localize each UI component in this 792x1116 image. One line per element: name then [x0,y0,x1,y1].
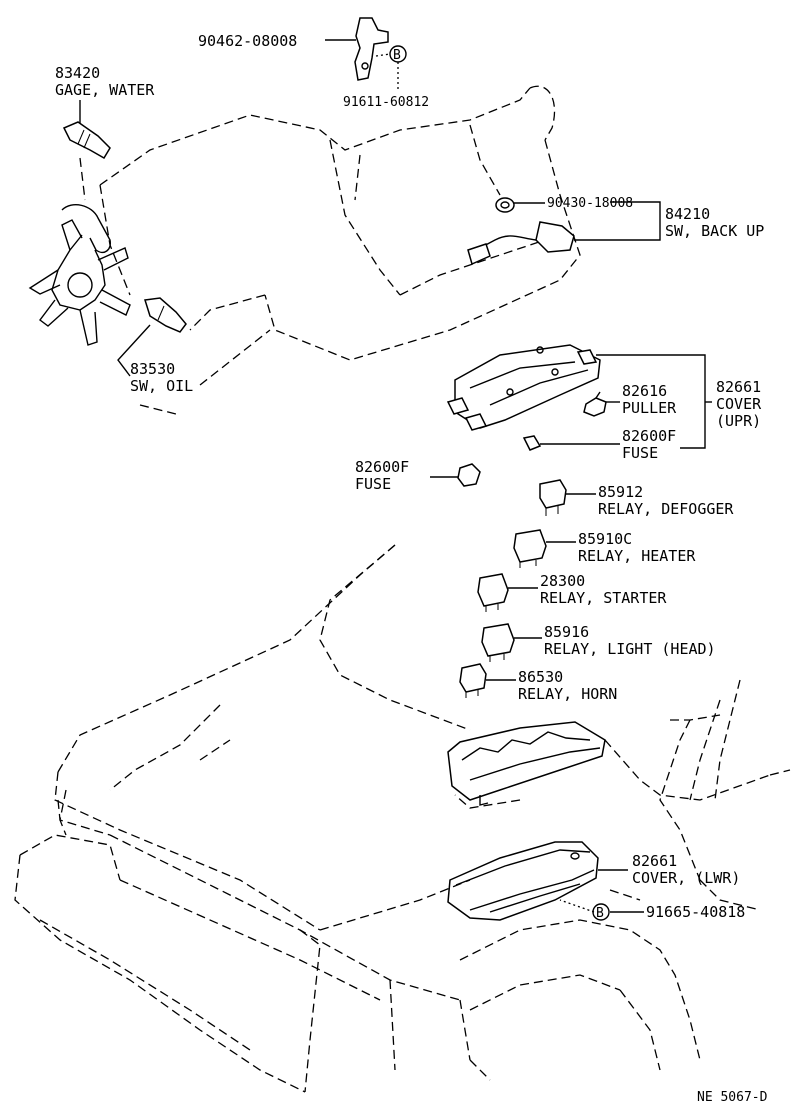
cover-upper-name: COVER [716,395,762,413]
bolt-bracket-number: 91611-60812 [343,95,429,110]
relay-heater-number: 85910C [578,530,632,548]
cover-lower-number: 82661 [632,852,677,870]
cooling-fan [28,204,131,346]
relay-starter-number: 28300 [540,572,585,590]
puller-number: 82616 [622,382,667,400]
svg-text:B: B [596,906,604,921]
relay-headlight-part [481,623,515,662]
cover-upper-part [446,344,601,431]
bolt-b-marker-top: B [389,45,407,63]
washer-part [495,197,515,213]
puller-part [583,391,607,417]
fuse-loose-name: FUSE [355,475,391,493]
fuse-box-name: FUSE [622,444,658,462]
oil-switch-part [144,297,187,333]
relay-heater-part [513,529,547,568]
fuse-box-number: 82600F [622,427,676,445]
backup-switch-part [467,221,575,266]
relay-starter-name: RELAY, STARTER [540,589,667,607]
puller-name: PULLER [622,399,677,417]
bracket-part [354,17,389,81]
relay-defogger-part [539,479,567,516]
relay-defogger-number: 85912 [598,483,643,501]
bracket-number: 90462-08008 [198,32,297,50]
relay-horn-part [459,663,487,698]
oil-switch-name: SW, OIL [130,377,193,395]
fuse-loose-number: 82600F [355,458,409,476]
relay-defogger-name: RELAY, DEFOGGER [598,500,734,518]
oil-switch-number: 83530 [130,360,175,378]
fuse-box-part [522,435,542,451]
backup-switch-name: SW, BACK UP [665,222,764,240]
relay-horn-name: RELAY, HORN [518,685,617,703]
relay-heater-name: RELAY, HEATER [578,547,696,565]
water-gage-sensor [62,121,111,160]
svg-text:B: B [393,48,401,63]
cover-lower-part [447,841,599,921]
backup-switch-number: 84210 [665,205,710,223]
water-gage-number: 83420 [55,64,100,82]
cover-lower-name: COVER, (LWR) [632,869,740,887]
bolt-b-marker-bottom: B [592,903,610,921]
car-body-outline [14,544,791,1093]
water-gage-name: GAGE, WATER [55,81,155,99]
washer-number: 90430-18008 [547,196,633,211]
relay-headlight-name: RELAY, LIGHT (HEAD) [544,640,716,658]
bolt-cover-number: 91665-40818 [646,903,745,921]
relay-block [447,721,606,806]
relay-headlight-number: 85916 [544,623,589,641]
diagram-code: NE 5067-D [697,1090,768,1105]
cover-upper-qualifier: (UPR) [716,412,761,430]
cover-upper-number: 82661 [716,378,761,396]
fuse-loose-part [457,463,481,487]
relay-horn-number: 86530 [518,668,563,686]
relay-starter-part [477,573,509,612]
